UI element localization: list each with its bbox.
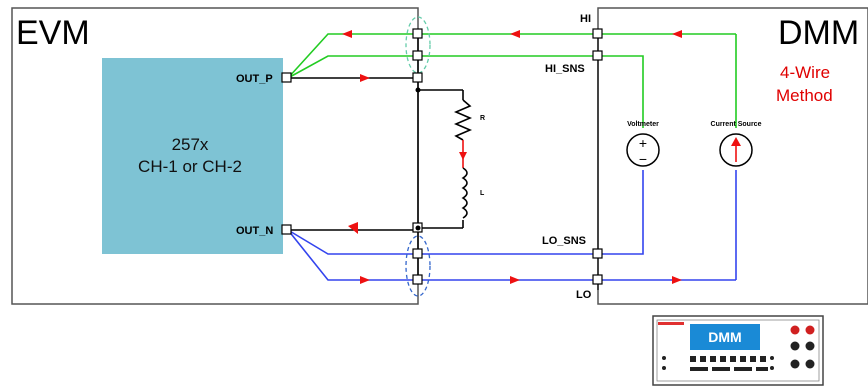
voltmeter-symbol bbox=[626, 133, 660, 167]
out-n-terminal bbox=[281, 224, 292, 235]
voltmeter-minus-icon: − bbox=[639, 151, 647, 167]
method-label-line1: 4-Wire bbox=[780, 63, 830, 82]
chip-label-line1: 257x bbox=[172, 135, 209, 154]
dmm-device-icon bbox=[652, 315, 824, 386]
arrow-right-icon bbox=[348, 222, 358, 234]
chip-257x bbox=[102, 58, 283, 254]
hi-sns-terminal bbox=[592, 50, 603, 61]
hi-label: HI bbox=[580, 13, 591, 25]
lo-terminal bbox=[592, 274, 603, 285]
method-label-line2: Method bbox=[776, 86, 833, 105]
resistor-symbol bbox=[453, 99, 473, 141]
arrow-right-icon bbox=[360, 74, 370, 82]
voltmeter-plus-icon: + bbox=[639, 135, 647, 151]
lo-wires bbox=[287, 170, 737, 281]
dmm-device-display: DMM bbox=[708, 329, 741, 345]
arrow-left-icon bbox=[672, 30, 682, 38]
current-source-arrow-icon bbox=[731, 137, 741, 146]
rl-arrow bbox=[459, 152, 467, 160]
lo-connector-ellipse bbox=[405, 235, 431, 297]
lo-sns-terminal bbox=[592, 248, 603, 259]
arrow-right-icon bbox=[360, 276, 370, 284]
out-n-label: OUT_N bbox=[236, 225, 273, 237]
dmm-title: DMM bbox=[778, 14, 859, 52]
junction-dots bbox=[415, 87, 421, 231]
out-p-label: OUT_P bbox=[236, 73, 273, 85]
voltmeter-label: Voltmeter bbox=[627, 121, 659, 128]
arrow-right-icon bbox=[510, 276, 520, 284]
hi-terminal bbox=[592, 28, 603, 39]
chip-label-line2: CH-1 or CH-2 bbox=[138, 157, 242, 176]
current-arrows bbox=[342, 30, 682, 284]
hi-connector-ellipse bbox=[405, 16, 431, 74]
hi-wires bbox=[287, 33, 737, 128]
inductor-symbol bbox=[461, 167, 468, 219]
current-source-label: Current Source bbox=[711, 121, 762, 128]
lo-label: LO bbox=[576, 289, 592, 301]
arrow-left-icon bbox=[510, 30, 520, 38]
arrow-left-icon bbox=[342, 30, 352, 38]
out-p-terminal bbox=[281, 72, 292, 83]
resistor-label: R bbox=[480, 115, 485, 122]
lo-sns-label: LO_SNS bbox=[542, 235, 586, 247]
hi-sns-label: HI_SNS bbox=[545, 63, 585, 75]
evm-title: EVM bbox=[16, 14, 90, 52]
arrow-right-icon bbox=[672, 276, 682, 284]
inductor-label: L bbox=[480, 190, 485, 197]
